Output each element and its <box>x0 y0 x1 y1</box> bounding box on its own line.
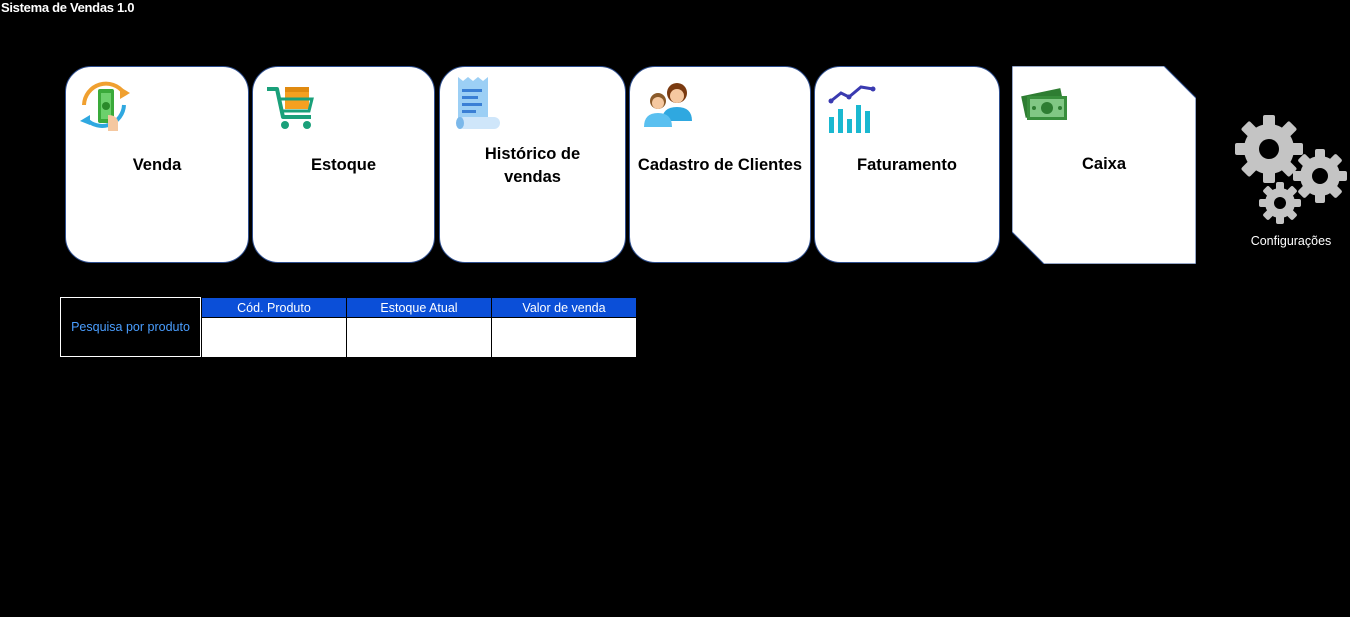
menu-card-clientes[interactable]: Cadastro de Clientes <box>629 66 811 263</box>
menu-card-estoque[interactable]: Estoque <box>252 66 435 263</box>
column-header-valor: Valor de venda <box>492 298 636 317</box>
settings-button[interactable]: Configurações <box>1233 113 1348 253</box>
menu-card-historico[interactable]: Histórico de vendas <box>439 66 626 263</box>
menu-label-estoque: Estoque <box>310 156 377 174</box>
column-header-codigo: Cód. Produto <box>202 298 347 317</box>
menu-card-caixa[interactable]: Caixa <box>1012 66 1196 264</box>
menu-label-venda: Venda <box>132 156 182 174</box>
cell-estoque-atual[interactable] <box>347 318 492 357</box>
settings-label: Configurações <box>1250 234 1332 248</box>
search-label: Pesquisa por produto <box>60 297 201 357</box>
menu-card-venda[interactable]: Venda <box>65 66 249 263</box>
cash-icon <box>1021 88 1067 120</box>
gears-icon <box>1235 115 1347 224</box>
column-header-estoque: Estoque Atual <box>347 298 492 317</box>
money-exchange-icon <box>80 81 130 131</box>
cell-valor-venda[interactable] <box>492 318 636 357</box>
menu-label-clientes: Cadastro de Clientes <box>637 156 803 174</box>
menu-card-faturamento[interactable]: Faturamento <box>814 66 1000 263</box>
menu-label-faturamento: Faturamento <box>857 156 957 174</box>
receipt-icon <box>456 77 500 129</box>
cell-codigo-produto[interactable] <box>202 318 347 357</box>
bar-chart-icon <box>828 85 876 133</box>
menu-label-historico: Histórico de vendas <box>484 145 581 186</box>
users-icon <box>644 83 692 127</box>
shopping-cart-icon <box>267 87 314 129</box>
app-title: Sistema de Vendas 1.0 <box>1 0 135 15</box>
menu-label-caixa: Caixa <box>1081 155 1127 173</box>
